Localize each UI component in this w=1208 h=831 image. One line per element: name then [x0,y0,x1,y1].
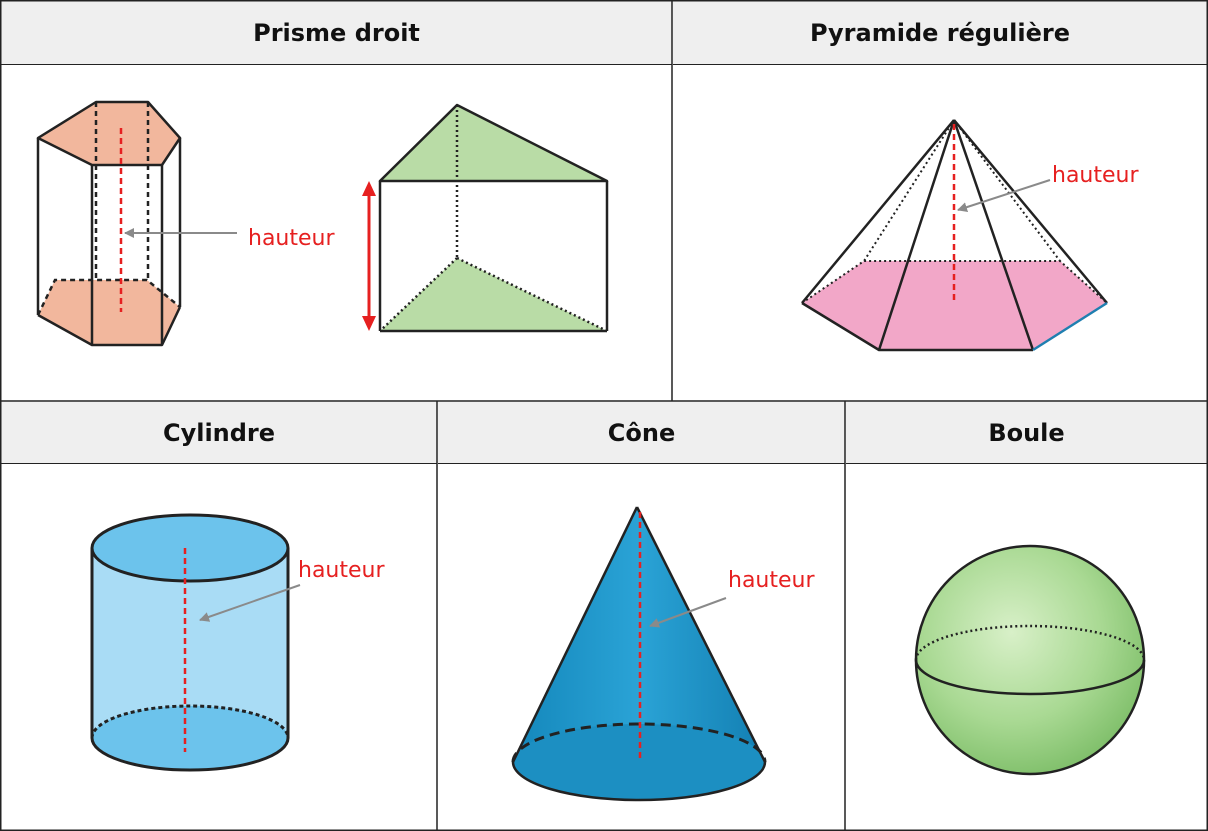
pyramid-height-label: hauteur [1052,163,1139,188]
header-pyramid: Pyramide régulière [673,1,1207,65]
header-sphere: Boule [846,402,1207,464]
header-cylinder: Cylindre [1,402,437,464]
hexagonal-pyramid [801,119,1108,352]
header-cone: Cône [438,402,845,464]
sphere [914,544,1146,776]
cone-height-label: hauteur [728,568,815,593]
cylinder [90,513,301,772]
cylinder-height-label: hauteur [298,558,385,583]
prism-height-label: hauteur [248,226,335,251]
cone [511,506,767,802]
hexagonal-prism [36,100,182,347]
pyramid-label-arrow [957,179,1051,212]
header-prism: Prisme droit [1,1,672,65]
triangular-prism [362,103,609,333]
cylinder-label-arrow [199,584,301,622]
cone-label-arrow [649,597,727,628]
